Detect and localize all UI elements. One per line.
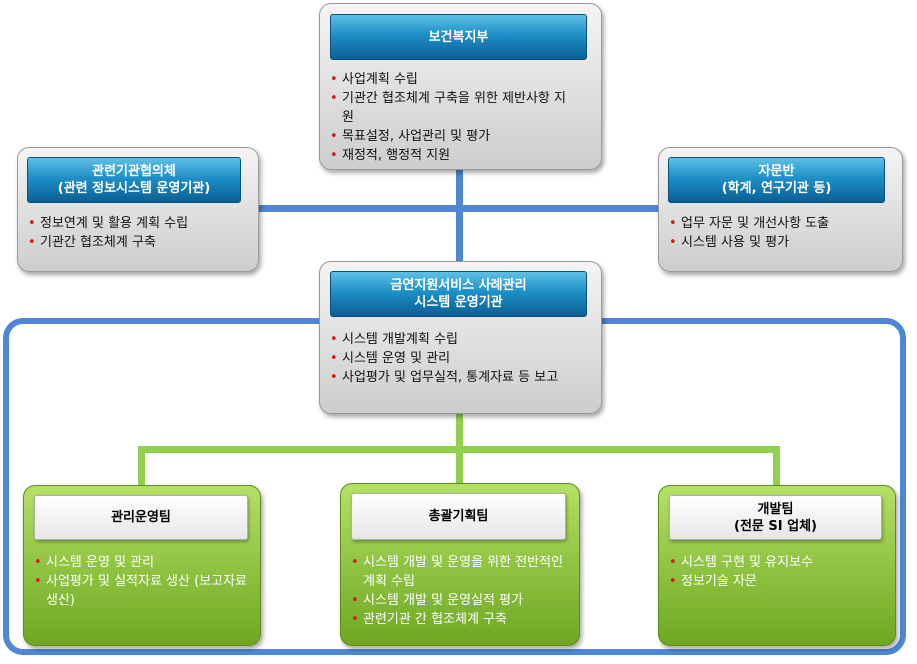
council-box: 관련기관협의체 (관련 정보시스템 운영기관) 정보연계 및 활용 계획 수립 … [17, 147, 259, 272]
ministry-title: 보건복지부 [428, 29, 489, 45]
operator-header: 금연지원서비스 사례관리 시스템 운영기관 [330, 271, 587, 317]
council-list: 정보연계 및 활용 계획 수립 기관간 협조체계 구축 [28, 214, 253, 252]
ministry-list: 사업계획 수립 기관간 협조체계 구축을 위한 제반사항 지원 목표설정, 사업… [330, 70, 595, 165]
team-ops-header: 관리운영팀 [34, 495, 248, 540]
ministry-header: 보건복지부 [330, 14, 587, 60]
team-dev-subtitle: (전문 SI 업체) [734, 518, 817, 534]
team-dev-box: 개발팀 (전문 SI 업체) 시스템 구현 및 유지보수 정보기술 자문 [658, 485, 896, 646]
operator-item: 사업평가 및 업무실적, 통계자료 등 보고 [330, 368, 592, 387]
operator-list: 시스템 개발계획 수립 시스템 운영 및 관리 사업평가 및 업무실적, 통계자… [330, 330, 592, 387]
team-ops-item: 시스템 운영 및 관리 [34, 553, 256, 572]
connector-ministry-operator [456, 165, 463, 265]
team-ops-box: 관리운영팀 시스템 운영 및 관리 사업평가 및 실적자료 생산 (보고자료 생… [23, 485, 261, 646]
council-item: 정보연계 및 활용 계획 수립 [28, 214, 253, 233]
ministry-item: 기관간 협조체계 구축을 위한 제반사항 지원 [330, 89, 595, 127]
connector-team-ops [138, 446, 145, 488]
advisory-box: 자문반 (학계, 연구기관 등) 업무 자문 및 개선사항 도출 시스템 사용 … [658, 147, 903, 272]
advisory-list: 업무 자문 및 개선사항 도출 시스템 사용 및 평가 [669, 214, 899, 252]
advisory-subtitle: (학계, 연구기관 등) [721, 181, 832, 196]
connector-operator-teams-trunk [456, 412, 463, 452]
connector-team-planning [456, 446, 463, 486]
ministry-box: 보건복지부 사업계획 수립 기관간 협조체계 구축을 위한 제반사항 지원 목표… [319, 3, 602, 170]
team-ops-list: 시스템 운영 및 관리 사업평가 및 실적자료 생산 (보고자료 생산) [34, 553, 256, 610]
operator-item: 시스템 개발계획 수립 [330, 330, 592, 349]
council-header: 관련기관협의체 (관련 정보시스템 운영기관) [27, 157, 241, 203]
ministry-item: 사업계획 수립 [330, 70, 595, 89]
council-item: 기관간 협조체계 구축 [28, 233, 253, 252]
team-planning-item: 시스템 개발 및 운영실적 평가 [351, 591, 576, 610]
team-planning-header: 총괄기획팀 [351, 493, 566, 540]
operator-box: 금연지원서비스 사례관리 시스템 운영기관 시스템 개발계획 수립 시스템 운영… [319, 261, 602, 414]
team-dev-item: 정보기술 자문 [669, 572, 891, 591]
ministry-item: 목표설정, 사업관리 및 평가 [330, 127, 595, 146]
council-title: 관련기관협의체 [92, 164, 176, 179]
team-planning-title: 총괄기획팀 [428, 509, 489, 524]
ministry-item: 재정적, 행정적 지원 [330, 146, 595, 165]
operator-subtitle: 시스템 운영기관 [414, 295, 503, 310]
team-planning-item: 시스템 개발 및 운영을 위한 전반적인 계획 수립 [351, 553, 576, 591]
council-subtitle: (관련 정보시스템 운영기관) [57, 181, 211, 196]
team-dev-item: 시스템 구현 및 유지보수 [669, 553, 891, 572]
team-dev-header: 개발팀 (전문 SI 업체) [669, 495, 882, 540]
team-planning-list: 시스템 개발 및 운영을 위한 전반적인 계획 수립 시스템 개발 및 운영실적… [351, 553, 576, 629]
team-dev-title: 개발팀 [757, 501, 794, 517]
team-dev-list: 시스템 구현 및 유지보수 정보기술 자문 [669, 553, 891, 591]
operator-title: 금연지원서비스 사례관리 [390, 278, 527, 293]
team-planning-box: 총괄기획팀 시스템 개발 및 운영을 위한 전반적인 계획 수립 시스템 개발 … [340, 483, 580, 646]
connector-team-dev [773, 446, 780, 488]
advisory-title: 자문반 [758, 164, 795, 179]
advisory-header: 자문반 (학계, 연구기관 등) [668, 157, 885, 203]
team-ops-item: 사업평가 및 실적자료 생산 (보고자료 생산) [34, 572, 256, 610]
team-planning-item: 관련기관 간 협조체계 구축 [351, 610, 576, 629]
advisory-item: 시스템 사용 및 평가 [669, 233, 899, 252]
operator-item: 시스템 운영 및 관리 [330, 349, 592, 368]
connector-council-advisory [255, 205, 660, 212]
team-ops-title: 관리운영팀 [111, 510, 171, 525]
advisory-item: 업무 자문 및 개선사항 도출 [669, 214, 899, 233]
